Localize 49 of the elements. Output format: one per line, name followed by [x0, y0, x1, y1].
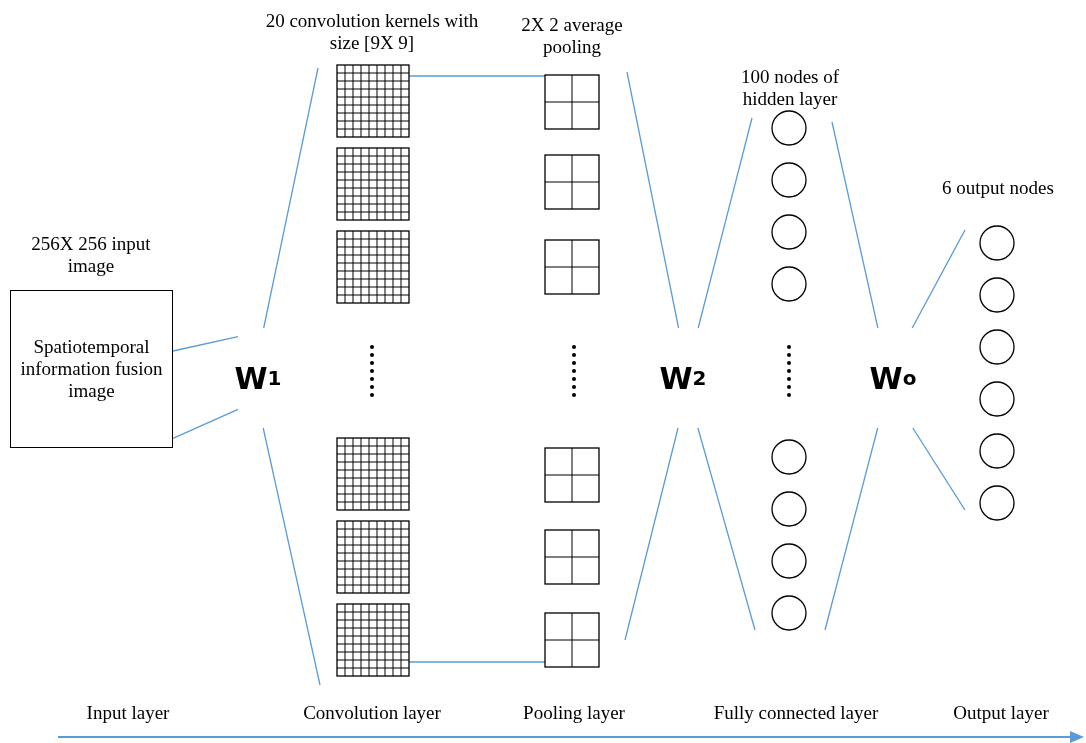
column-heading: 6 output nodes [941, 177, 1055, 199]
connector-line [172, 336, 239, 352]
pooling-grid [544, 447, 600, 503]
kernel-grid [336, 230, 410, 304]
neuron-circle [771, 491, 807, 527]
connector-line [911, 229, 966, 329]
neuron-circle [771, 162, 807, 198]
neuron-circle [771, 110, 807, 146]
connector-line [824, 427, 879, 631]
column-heading: 20 convolution kernels with size [9X 9] [264, 10, 480, 54]
neuron-circle [979, 433, 1015, 469]
neuron-circle [979, 381, 1015, 417]
kernel-grid [336, 603, 410, 677]
pooling-grid [544, 154, 600, 210]
neuron-circle [771, 266, 807, 302]
connector-line [912, 427, 966, 511]
kernel-grid [336, 64, 410, 138]
connector-line [172, 408, 239, 440]
neuron-circle [771, 543, 807, 579]
neuron-circle [979, 225, 1015, 261]
connector-line [624, 427, 679, 641]
connector-line [831, 121, 879, 329]
layer-label: Pooling layer [522, 702, 626, 724]
neuron-circle [979, 485, 1015, 521]
kernel-grid [336, 147, 410, 221]
neuron-circle [979, 329, 1015, 365]
input-image-box: Spatiotemporal information fusion image [10, 290, 173, 448]
neuron-circle [771, 214, 807, 250]
pooling-grid [544, 529, 600, 585]
kernel-grid [336, 437, 410, 511]
kernel-grid [336, 520, 410, 594]
column-heading: 2X 2 average pooling [520, 14, 624, 58]
column-heading: 100 nodes of hidden layer [739, 66, 841, 110]
pooling-grid [544, 612, 600, 668]
pooling-grid [544, 74, 600, 130]
connector-line [262, 427, 321, 686]
neuron-circle [771, 439, 807, 475]
neuron-circle [979, 277, 1015, 313]
connector-line [626, 71, 680, 329]
layer-label: Input layer [85, 702, 171, 724]
connector-line [697, 117, 753, 329]
connector-line [697, 427, 756, 631]
layer-label: Output layer [952, 702, 1050, 724]
layer-label: Convolution layer [302, 702, 442, 724]
pooling-grid [544, 239, 600, 295]
connector-line [263, 67, 319, 329]
caption-text: 256X 256 input image [30, 233, 152, 277]
layer-label: Fully connected layer [712, 702, 880, 724]
neuron-circle [771, 595, 807, 631]
